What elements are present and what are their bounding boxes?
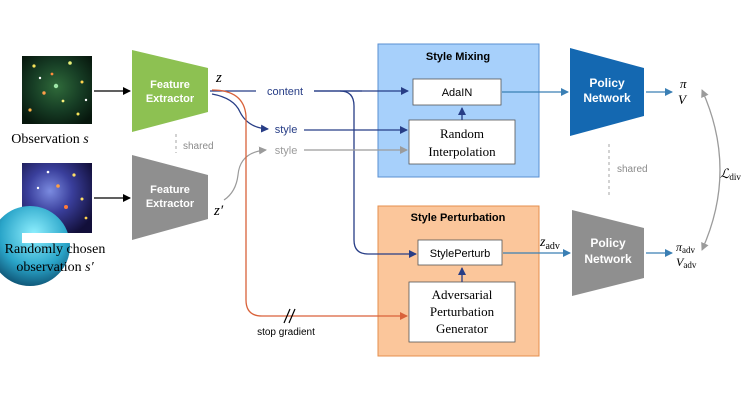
policy-network-top-label-1: Policy <box>589 76 625 90</box>
style-gray-label: style <box>275 145 298 157</box>
policy-network-top-label-2: Network <box>583 91 631 105</box>
random-interpolation-label-1: Random <box>440 126 484 141</box>
styleperturb-label: StylePerturb <box>430 248 491 260</box>
stop-gradient-label: stop gradient <box>257 327 315 338</box>
observation-image-2 <box>0 163 92 286</box>
feature-extractor-bottom-label-2: Extractor <box>146 198 195 210</box>
style-label: style <box>275 124 298 136</box>
adversarial-generator-label-2: Perturbation <box>430 304 495 319</box>
arrow-z-to-style <box>211 93 269 133</box>
z-prime-label: z′ <box>213 203 224 219</box>
arrow-stop-gradient-to-generator <box>211 89 408 320</box>
pi-adv-label: πadv <box>676 240 696 255</box>
random-observation-label-line2: observation s′ <box>16 260 94 275</box>
styleperturb-box <box>417 239 503 266</box>
random-interpolation-label-2: Interpolation <box>428 144 496 159</box>
v-label: V <box>678 92 688 107</box>
content-label: content <box>267 86 303 98</box>
adversarial-generator-box <box>408 281 516 343</box>
adversarial-generator-label-1: Adversarial <box>432 287 493 302</box>
feature-extractor-top <box>132 50 208 132</box>
policy-network-bottom-label-1: Policy <box>590 236 626 250</box>
observation-image-1 <box>22 56 92 124</box>
stop-gradient-mark-1 <box>283 308 291 324</box>
arrow-zprime-to-style <box>223 146 267 201</box>
adain-box <box>412 78 502 106</box>
arrow-content-to-styleperturb <box>339 90 417 258</box>
shared-label-policies: shared <box>617 164 648 175</box>
stop-gradient-mark-2 <box>288 308 296 324</box>
feature-extractor-top-label-2: Extractor <box>146 93 195 105</box>
feature-extractor-bottom <box>132 155 208 240</box>
style-perturbation-title: Style Perturbation <box>411 212 506 224</box>
observation-label: Observation s <box>11 132 89 147</box>
random-observation-label-line1: Randomly chosen <box>5 242 106 257</box>
style-mixing-title: Style Mixing <box>426 51 490 63</box>
random-interpolation-box <box>408 119 516 165</box>
shared-label-extractors: shared <box>183 141 214 152</box>
loss-div-arrow <box>701 89 721 251</box>
v-adv-label: Vadv <box>676 255 697 270</box>
adain-label: AdaIN <box>442 87 473 99</box>
pi-label: π <box>680 76 687 91</box>
z-adv-label: zadv <box>539 235 560 252</box>
policy-network-bottom <box>572 210 644 296</box>
feature-extractor-bottom-label-1: Feature <box>150 184 190 196</box>
content-label-bg <box>256 84 314 98</box>
policy-network-top <box>570 48 644 136</box>
loss-div-label: ℒdiv <box>720 166 741 182</box>
z-label: z <box>215 70 222 86</box>
policy-network-bottom-label-2: Network <box>584 252 632 266</box>
feature-extractor-top-label-1: Feature <box>150 79 190 91</box>
adversarial-generator-label-3: Generator <box>436 321 489 336</box>
